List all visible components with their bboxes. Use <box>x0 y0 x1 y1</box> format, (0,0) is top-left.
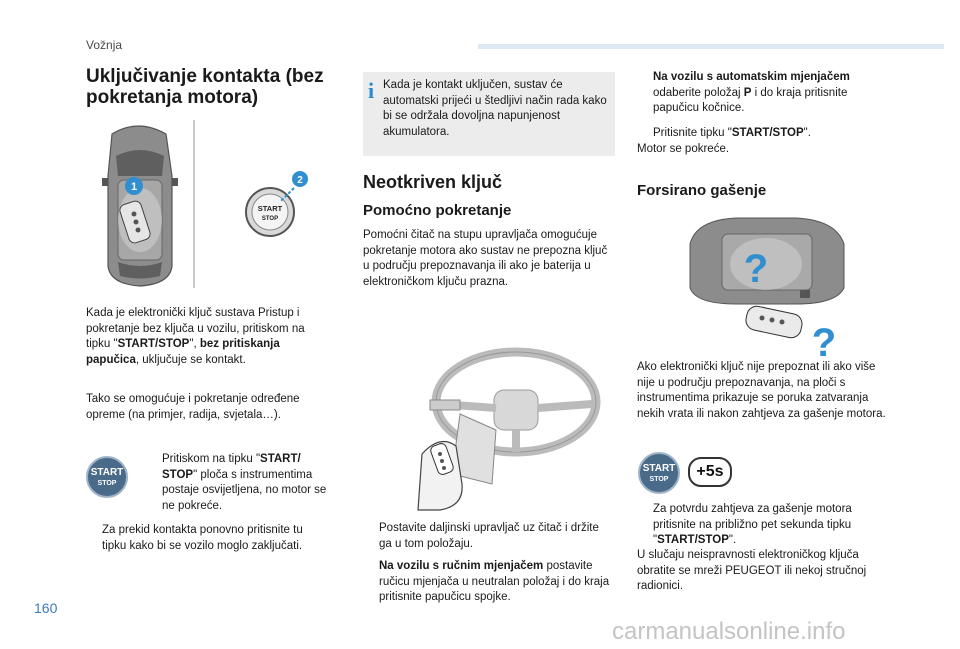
bullet-confirm-stop: Za potvrdu zahtjeva za gašenje motora pr… <box>653 503 852 546</box>
watermark: carmanualsonline.info <box>612 618 846 645</box>
electronic-key-icon <box>119 200 151 244</box>
question-mark-icon: ? <box>812 321 836 360</box>
title-ignition: Uključivanje kontakta (bez pokretanja mo… <box>86 66 324 108</box>
heading-backup-start: Pomoćno pokretanje <box>363 202 512 219</box>
svg-text:?: ? <box>812 321 836 360</box>
start-stop-button-icon: START STOP <box>245 187 295 237</box>
ignition-paragraph: Kada je elektronički ključ sustava Prist… <box>86 307 305 366</box>
marker-2-icon: 2 <box>292 171 308 187</box>
header-bar <box>478 44 944 49</box>
svg-text:?: ? <box>744 247 768 291</box>
svg-text:STOP: STOP <box>262 216 278 222</box>
bullet-manual-gearbox: Na vozilu s ručnim mjenjačem postavite r… <box>379 560 610 603</box>
engine-starts-text: Motor se pokreće. <box>637 143 730 155</box>
car-top-view-illustration: 1 START STOP 2 <box>102 120 308 288</box>
svg-text:START: START <box>258 204 283 213</box>
question-mark-icon: ? <box>744 247 768 291</box>
bullet-stop-ignition: Za prekid kontakta ponovno pritisnite tu… <box>102 524 303 552</box>
marker-1-icon: 1 <box>125 177 143 195</box>
bullet-automatic-gearbox: Na vozilu s automatskim mjenjačem odaber… <box>653 71 850 114</box>
bullet-place-remote: Postavite daljinski upravljač uz čitač i… <box>379 522 599 550</box>
heading-undetected-key: Neotkriven ključ <box>363 172 503 192</box>
plus-five-seconds-badge: +5s <box>688 457 732 487</box>
info-icon: i <box>368 78 375 103</box>
car-unrecognized-key-illustration: ? ? <box>689 217 845 360</box>
steering-column-illustration <box>417 347 601 511</box>
bullet-press-start: Pritiskom na tipku "START/ STOP" ploča s… <box>162 453 327 512</box>
bullet-press-start-stop: Pritisnite tipku "START/STOP". <box>653 127 811 139</box>
key-fault-paragraph: U slučaju neispravnosti elektroničkog kl… <box>637 549 867 592</box>
forced-stop-paragraph: Ako elektronički ključ nije prepoznat il… <box>637 361 886 420</box>
page-number: 160 <box>34 600 58 616</box>
svg-text:1: 1 <box>131 181 137 193</box>
backup-start-paragraph: Pomoćni čitač na stupu upravljača omoguć… <box>363 229 608 288</box>
heading-forced-stop: Forsirano gašenje <box>637 182 767 199</box>
car-body <box>689 217 845 305</box>
svg-text:2: 2 <box>297 175 303 186</box>
electronic-key-icon <box>745 305 803 339</box>
hand-with-key-icon <box>417 440 463 511</box>
equipment-paragraph: Tako se omogućuje i pokretanje određene … <box>86 393 300 421</box>
section-header: Vožnja <box>86 38 123 52</box>
info-box: i Kada je kontakt uključen, sustav će au… <box>363 72 615 156</box>
